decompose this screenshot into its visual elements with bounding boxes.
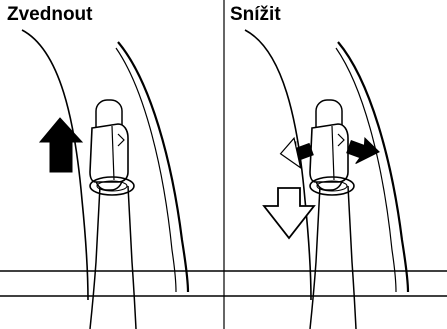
- press-arrow-left-highlight: [279, 136, 302, 170]
- belt-webbing-left-edge: [89, 185, 101, 329]
- slider-notch: [117, 133, 125, 147]
- pillar-trim-inner: [335, 47, 397, 293]
- slider-ridge: [111, 125, 115, 181]
- anchor-ring: [309, 176, 355, 196]
- belt-webbing-right-edge: [347, 185, 357, 329]
- right-panel-label: Snížit: [230, 4, 281, 25]
- adjuster-slider: [309, 123, 349, 183]
- arrow-down-icon: [262, 187, 316, 240]
- right-panel-illustration: [224, 29, 447, 329]
- anchor-ring-inner: [316, 180, 348, 192]
- pillar-outer-curve: [244, 29, 312, 301]
- pillar-trim-inner: [115, 47, 177, 293]
- belt-webbing-right-edge: [127, 185, 137, 329]
- arrow-up-icon: [38, 117, 84, 173]
- anchor-ring: [89, 176, 135, 196]
- pillar-trim-outer: [337, 41, 410, 293]
- adjuster-slider: [89, 123, 129, 183]
- slider-notch: [337, 133, 345, 147]
- left-panel-label: Zvednout: [7, 4, 93, 25]
- anchor-ring-inner: [96, 180, 128, 192]
- belt-webbing-left-edge: [309, 185, 321, 329]
- press-arrow-right-icon: [346, 137, 380, 164]
- left-panel-illustration: [0, 29, 224, 329]
- slider-ridge: [331, 125, 335, 181]
- pillar-trim-outer: [117, 41, 190, 293]
